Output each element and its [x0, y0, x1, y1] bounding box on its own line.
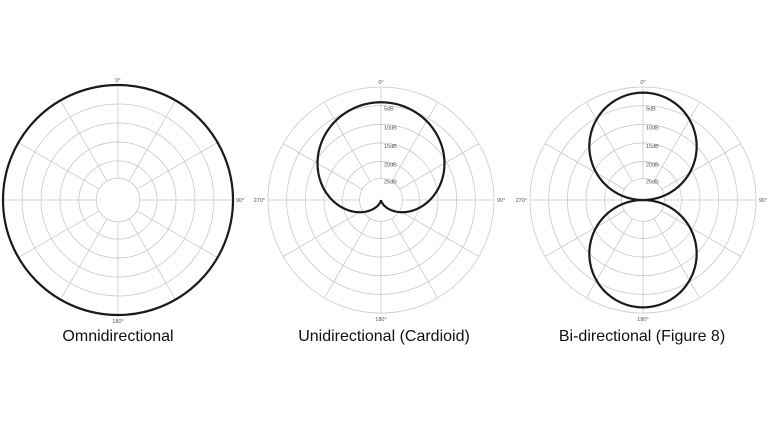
cardioid-title: Unidirectional (Cardioid) — [298, 328, 470, 345]
angle-label-top: 0° — [115, 78, 120, 84]
ring-label: 25dB — [384, 180, 397, 186]
grid-spoke — [324, 218, 371, 299]
grid-spoke — [128, 218, 176, 300]
grid-spoke — [661, 210, 742, 257]
grid-spoke — [653, 218, 700, 299]
grid-spoke — [399, 143, 480, 190]
figure8-pattern — [588, 91, 698, 309]
grid-spoke — [136, 142, 218, 190]
cardioid-pattern — [316, 101, 446, 214]
grid-spoke — [60, 100, 108, 182]
figure8-diagram: 5dB 10dB 15dB 20dB 25dB 0° 180° 270° 90° — [516, 80, 768, 323]
grid-spoke — [18, 210, 100, 258]
angle-label-bottom: 180° — [112, 319, 123, 325]
ring-label: 25dB — [646, 180, 659, 186]
angle-label-top: 0° — [378, 80, 383, 86]
angle-label-bottom: 180° — [375, 317, 386, 323]
ring-label: 10dB — [646, 125, 659, 131]
ring-label: 5dB — [646, 107, 656, 113]
grid-spoke — [586, 101, 633, 182]
grid-spoke — [324, 101, 371, 182]
omni-pattern — [1, 83, 235, 317]
angle-label-top: 0° — [640, 80, 645, 86]
figure8-title: Bi-directional (Figure 8) — [558, 328, 726, 345]
omnidirectional-title: Omnidirectional — [62, 328, 174, 345]
omnidirectional-diagram: 0°180°0°90° — [1, 78, 244, 325]
grid-spoke — [18, 142, 100, 190]
grid-spoke — [128, 100, 176, 182]
angle-label-left: 270° — [254, 198, 265, 204]
cardioid-diagram: 5dB 10dB 15dB 20dB 25dB 0° 180° 270° 90° — [254, 80, 506, 323]
ring-label: 5dB — [384, 107, 394, 113]
grid-spoke — [391, 101, 438, 182]
grid-spoke — [544, 143, 625, 190]
grid-spoke — [399, 210, 480, 257]
angle-label-right: 90° — [497, 198, 505, 204]
grid-spoke — [653, 101, 700, 182]
grid-spoke — [282, 210, 363, 257]
grid-spoke — [661, 143, 742, 190]
grid-ring — [95, 177, 141, 223]
angle-label-right: 90° — [759, 198, 767, 204]
angle-label-bottom: 180° — [637, 317, 648, 323]
grid-spoke — [136, 210, 218, 258]
grid-spoke — [60, 218, 108, 300]
angle-label-left: 270° — [516, 198, 527, 204]
ring-label: 15dB — [646, 144, 659, 150]
ring-label: 20dB — [384, 163, 397, 169]
ring-label: 10dB — [384, 125, 397, 131]
grid-spoke — [586, 218, 633, 299]
grid-spoke — [544, 210, 625, 257]
grid-spoke — [282, 143, 363, 190]
ring-label: 20dB — [646, 163, 659, 169]
angle-label-right: 90° — [236, 198, 244, 204]
grid-spoke — [391, 218, 438, 299]
ring-label: 15dB — [384, 144, 397, 150]
